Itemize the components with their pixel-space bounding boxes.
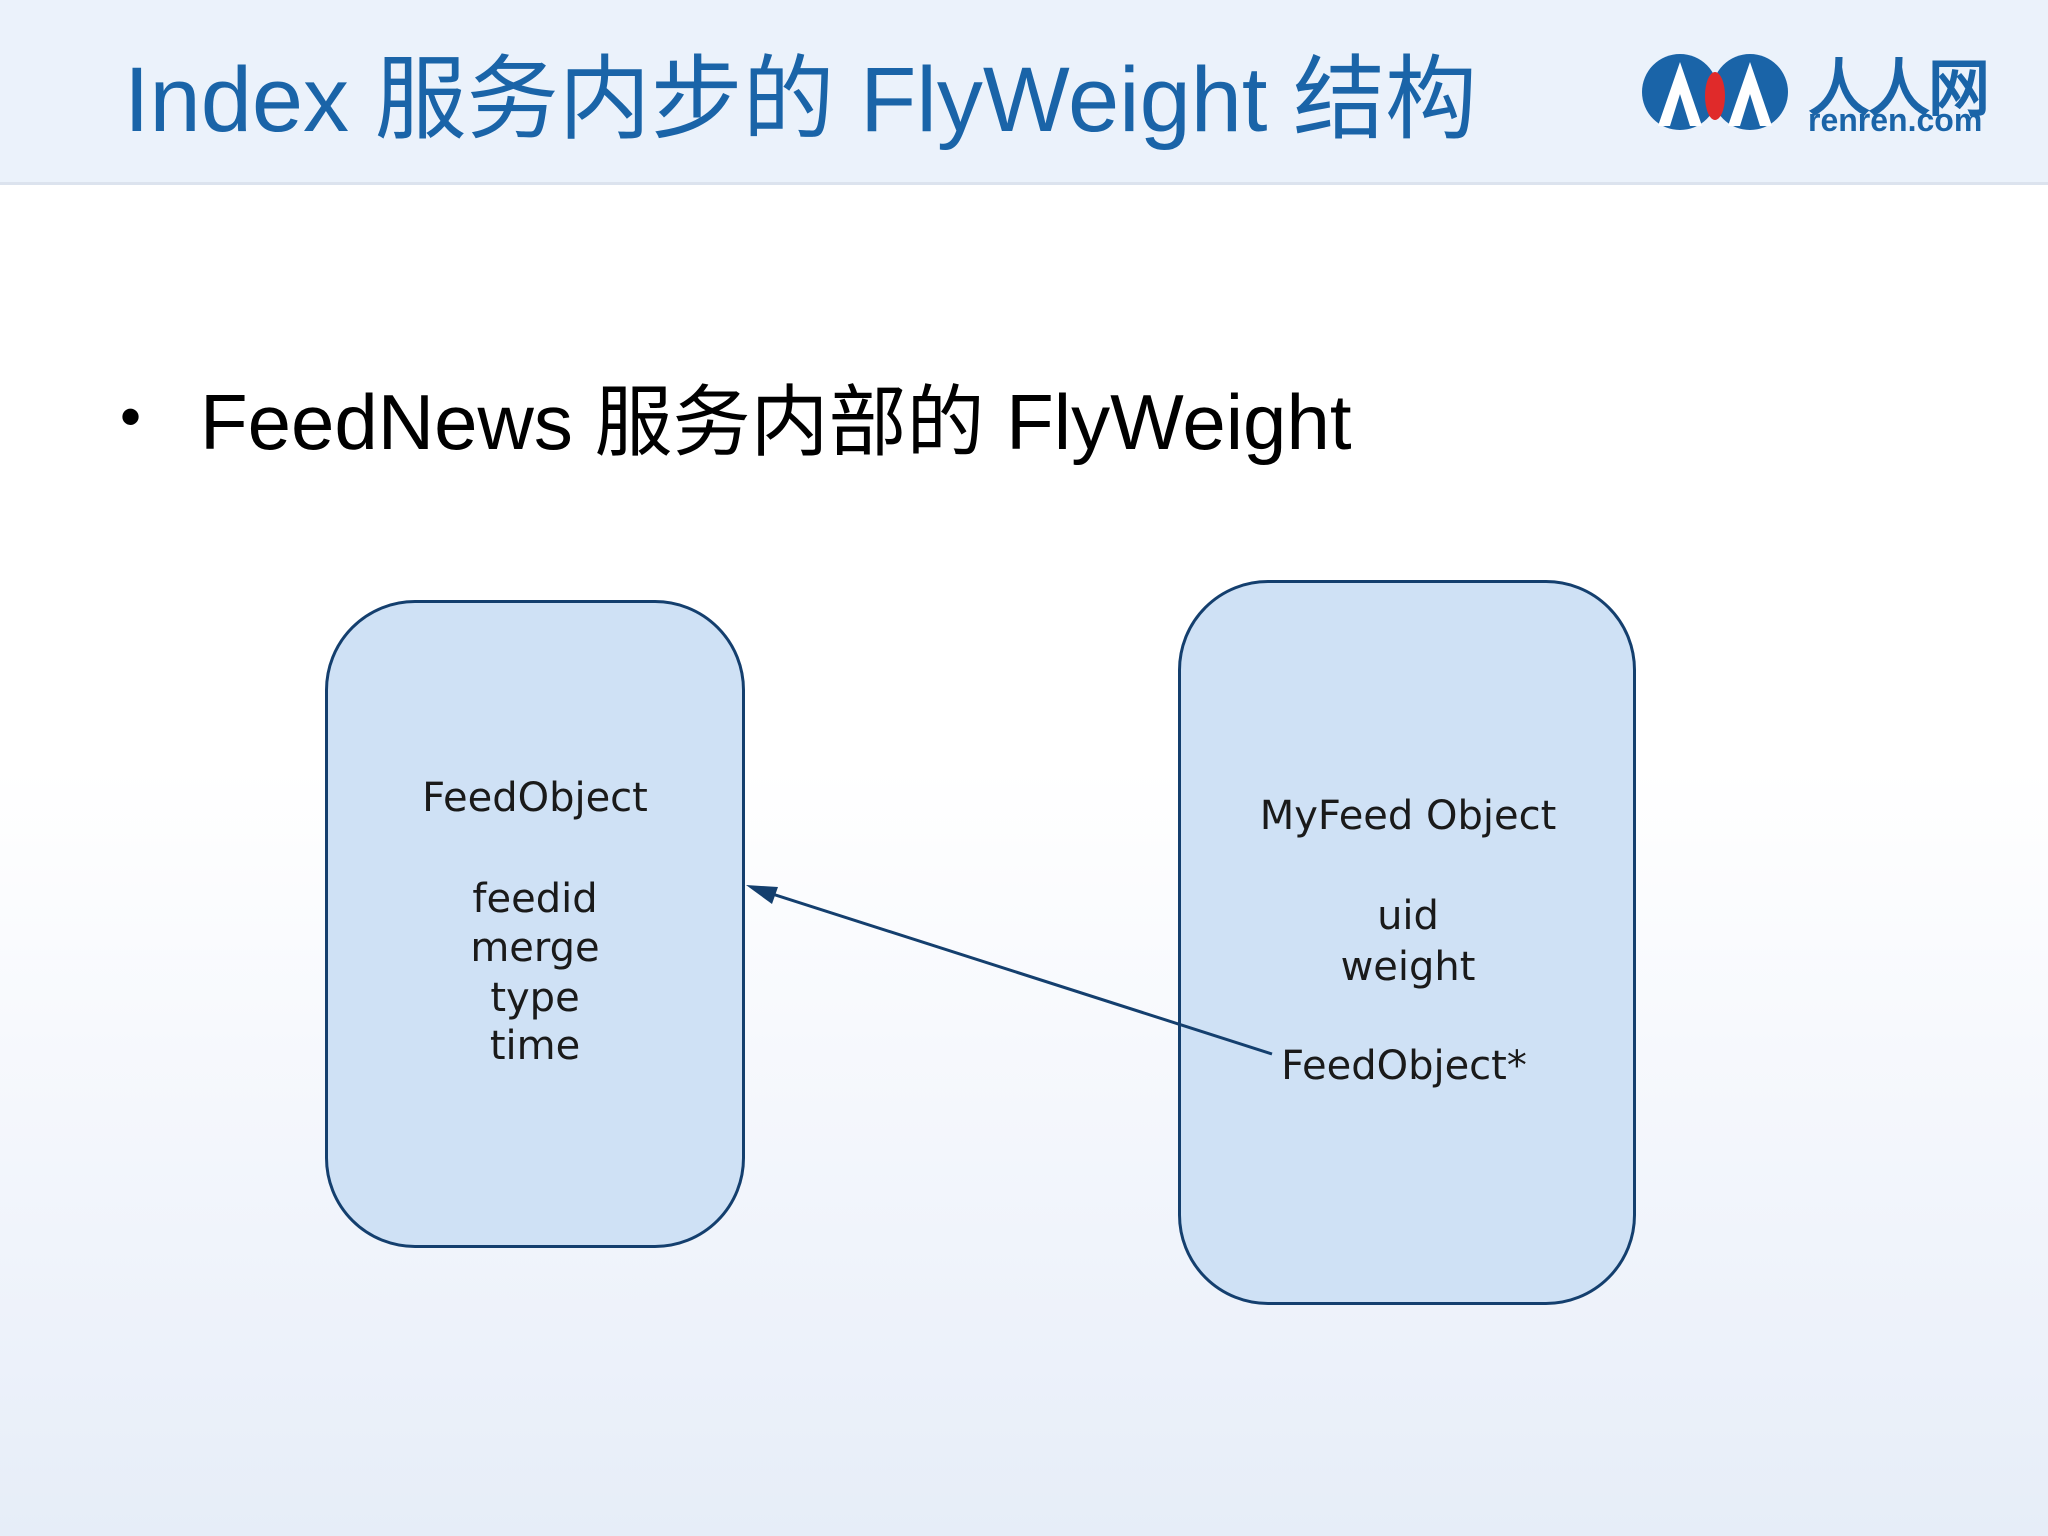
arrowhead-icon: [746, 885, 778, 904]
feed-object-field: type: [490, 975, 580, 1021]
feed-object-field: time: [489, 1023, 581, 1069]
slide-header: Index 服务内步的 FlyWeight 结构 人人网 renren.com: [0, 0, 2048, 185]
bullet-dot-icon: •: [120, 383, 142, 450]
myfeed-object-pointer: FeedObject*: [1281, 1043, 1527, 1089]
myfeed-object-name: MyFeed Object: [1259, 793, 1557, 839]
feed-object-field: feedid: [472, 876, 598, 922]
renren-logo-mark-icon: [1642, 54, 1788, 130]
logo-text-chinese: 人人网: [1808, 55, 1990, 124]
feed-object-field: merge: [470, 925, 600, 971]
myfeed-object-box: [1178, 580, 1636, 1305]
logo-text-english: renren.com: [1808, 102, 1983, 138]
renren-logo: 人人网 renren.com: [1640, 44, 2000, 144]
slide-title: Index 服务内步的 FlyWeight 结构: [124, 49, 1478, 151]
myfeed-object-field: uid: [1377, 893, 1439, 939]
feed-object-name: FeedObject: [422, 775, 648, 821]
feed-object-box: [325, 600, 745, 1248]
bullet-item: • FeedNews 服务内部的 FlyWeight: [120, 372, 1352, 472]
myfeed-object-field: weight: [1340, 944, 1476, 990]
bullet-text: FeedNews 服务内部的 FlyWeight: [200, 378, 1352, 466]
